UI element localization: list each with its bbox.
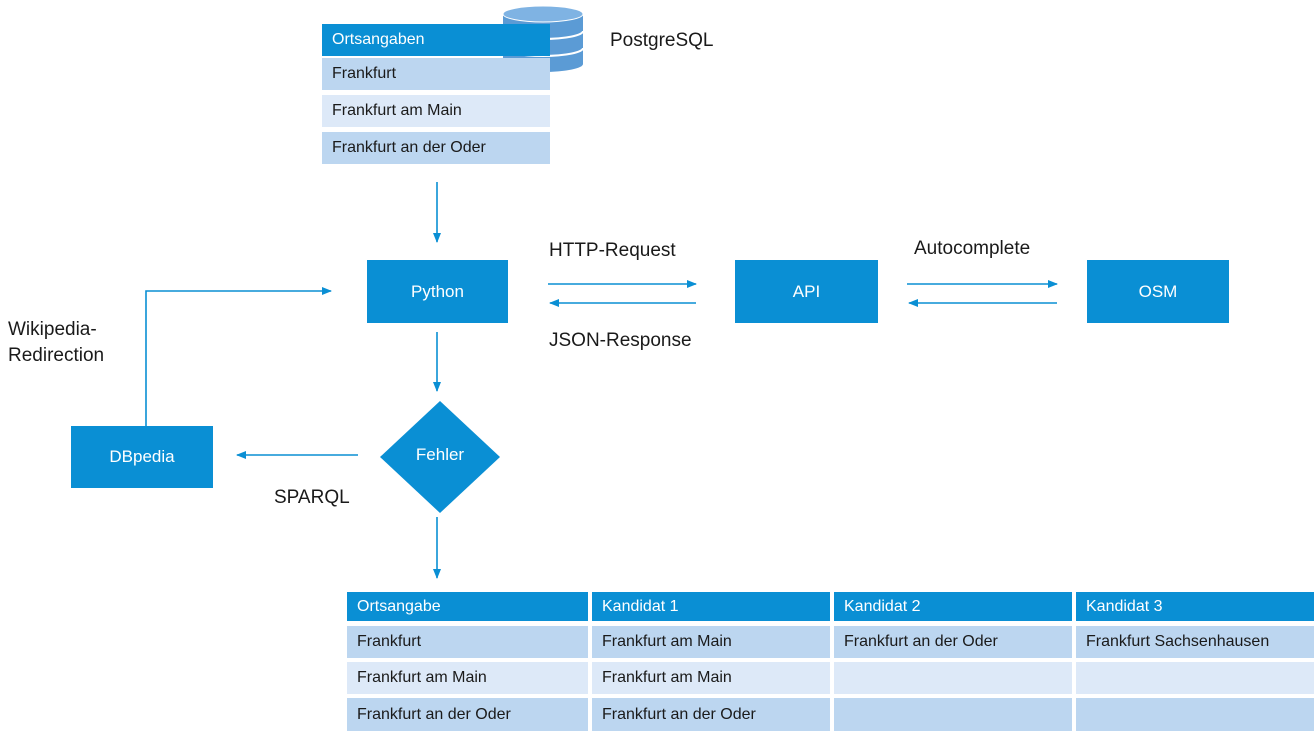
arrow-wikipedia-redirection	[145, 287, 332, 426]
result-table-cell: Frankfurt	[347, 626, 588, 658]
python-node: Python	[367, 260, 508, 323]
sparql-label: SPARQL	[274, 487, 350, 508]
result-table-cell: Frankfurt am Main	[592, 662, 830, 694]
json-response-label: JSON-Response	[549, 330, 692, 351]
api-node: API	[735, 260, 878, 323]
result-table-cell: Frankfurt an der Oder	[592, 698, 830, 731]
result-table-cell: Frankfurt am Main	[592, 626, 830, 658]
ortsangaben-header: Ortsangaben	[322, 24, 550, 56]
fehler-diamond	[380, 401, 500, 513]
result-table-cell	[1076, 698, 1314, 731]
dbpedia-node: DBpedia	[71, 426, 213, 488]
wikipedia-redirection-label: Wikipedia- Redirection	[8, 317, 104, 369]
wikipedia-redirection-line1: Wikipedia-	[8, 319, 97, 340]
fehler-label: Fehler	[415, 445, 465, 464]
result-table-header: Kandidat 1	[592, 592, 830, 621]
result-table-cell: Frankfurt Sachsenhausen	[1076, 626, 1314, 658]
result-table-cell: Frankfurt an der Oder	[834, 626, 1072, 658]
osm-node: OSM	[1087, 260, 1229, 323]
ortsangaben-row: Frankfurt	[322, 58, 550, 90]
result-table-cell	[834, 662, 1072, 694]
wikipedia-redirection-line2: Redirection	[8, 345, 105, 366]
postgresql-label: PostgreSQL	[610, 30, 714, 51]
result-table-cell	[834, 698, 1072, 731]
result-table-header: Kandidat 2	[834, 592, 1072, 621]
ortsangaben-row: Frankfurt am Main	[322, 95, 550, 127]
result-table-cell: Frankfurt an der Oder	[347, 698, 588, 731]
result-table-header: Kandidat 3	[1076, 592, 1314, 621]
http-request-label: HTTP-Request	[549, 240, 676, 261]
ortsangaben-row: Frankfurt an der Oder	[322, 132, 550, 164]
result-table-cell: Frankfurt am Main	[347, 662, 588, 694]
autocomplete-label: Autocomplete	[914, 238, 1031, 259]
result-table-cell	[1076, 662, 1314, 694]
result-table-header: Ortsangabe	[347, 592, 588, 621]
